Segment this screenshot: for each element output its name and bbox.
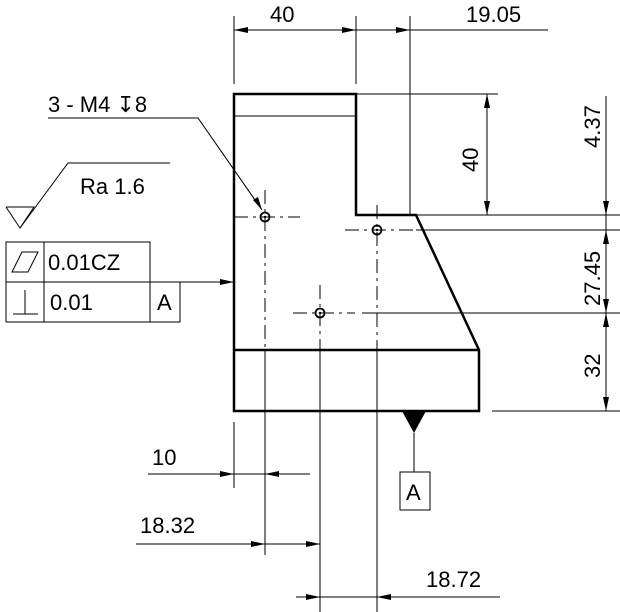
arrowhead bbox=[342, 27, 356, 33]
perpendicularity-value: 0.01 bbox=[50, 290, 93, 315]
flatness-symbol-icon bbox=[11, 251, 39, 273]
arrowhead bbox=[253, 197, 262, 210]
dim-hole-x2: 18.32 bbox=[140, 513, 195, 538]
arrowhead bbox=[306, 541, 320, 547]
arrowhead bbox=[377, 594, 391, 600]
arrowhead bbox=[220, 279, 234, 285]
arrowhead bbox=[603, 313, 609, 327]
bottom-dimensions: 10 18.32 18.72 bbox=[136, 350, 500, 612]
arrowhead bbox=[396, 27, 410, 33]
dim-right-1: 4.37 bbox=[580, 105, 605, 148]
surface-finish-leader bbox=[19, 162, 170, 229]
arrowhead bbox=[603, 201, 609, 215]
dim-right-2: 27.45 bbox=[580, 251, 605, 306]
dim-right-3: 32 bbox=[580, 354, 605, 378]
arrowhead bbox=[603, 230, 609, 244]
arrowhead bbox=[484, 201, 490, 215]
arrowhead bbox=[234, 27, 248, 33]
arrowhead bbox=[306, 594, 320, 600]
datum-label: A bbox=[406, 480, 421, 505]
right-dimensions: 4.37 27.45 32 bbox=[362, 96, 620, 412]
dim-hole-x3: 18.72 bbox=[426, 567, 481, 592]
arrowhead bbox=[251, 541, 265, 547]
dim-hole-x1: 10 bbox=[152, 445, 176, 470]
datum-triangle bbox=[402, 411, 426, 433]
flatness-value: 0.01CZ bbox=[48, 250, 120, 275]
part-outline bbox=[232, 92, 481, 413]
step-height-dimension: 40 bbox=[356, 93, 510, 216]
gdt-frames: 0.01CZ 0.01 A bbox=[5, 241, 234, 323]
part-body-outline bbox=[232, 92, 481, 413]
arrowhead bbox=[603, 299, 609, 313]
surface-finish: Ra 1.6 bbox=[5, 162, 170, 229]
datum-a: A bbox=[399, 411, 431, 511]
arrowhead bbox=[220, 471, 234, 477]
hole-callout-leader bbox=[48, 117, 263, 211]
perpendicularity-frame bbox=[5, 281, 181, 323]
holes bbox=[234, 190, 416, 350]
surface-finish-value: Ra 1.6 bbox=[80, 174, 145, 199]
datum-box bbox=[399, 471, 431, 511]
surface-finish-symbol bbox=[5, 206, 35, 229]
arrowhead bbox=[603, 397, 609, 411]
top-dimensions: 40 19.05 bbox=[233, 2, 548, 215]
dim-step-height: 40 bbox=[458, 148, 483, 172]
dim-top-offset: 19.05 bbox=[466, 2, 521, 27]
arrowhead bbox=[484, 94, 490, 108]
hole-callout-text: 3 - M4 ↧8 bbox=[48, 92, 147, 117]
gdt-datum-ref: A bbox=[157, 290, 172, 315]
hole-callout: 3 - M4 ↧8 bbox=[48, 92, 263, 211]
arrowhead bbox=[265, 471, 279, 477]
dim-top-width: 40 bbox=[270, 2, 294, 27]
